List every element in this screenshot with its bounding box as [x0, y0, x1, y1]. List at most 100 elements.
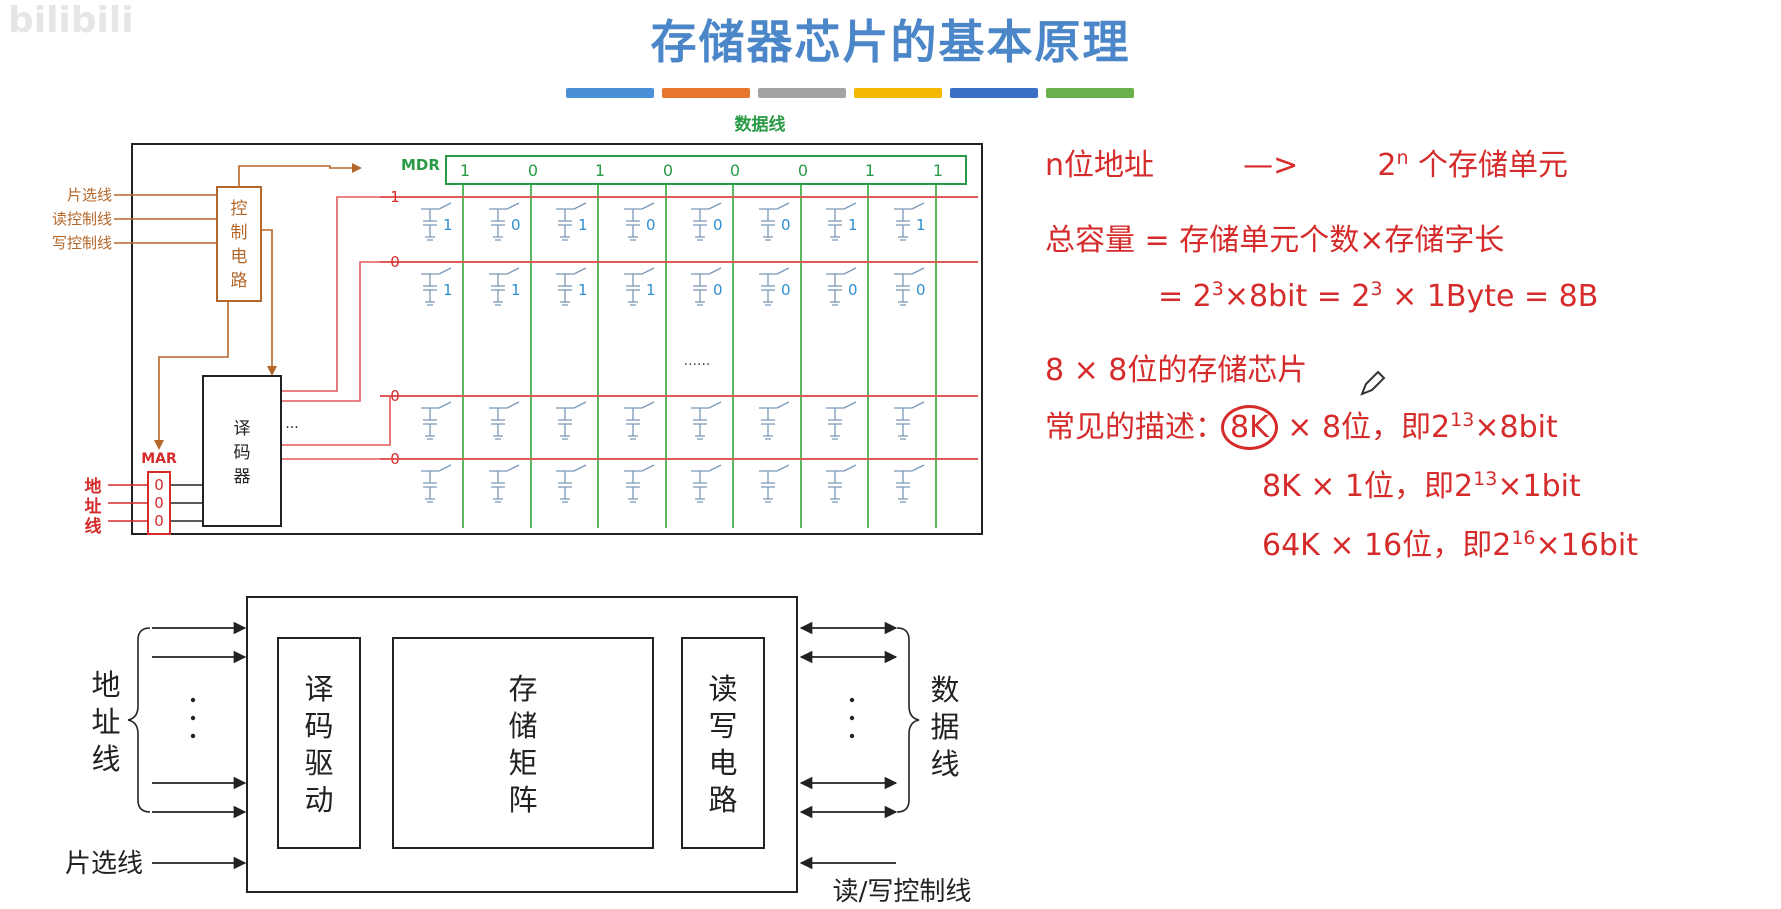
mdr-bit: 0	[528, 161, 538, 180]
address-line-char: 线	[85, 516, 102, 537]
memory-cell	[489, 401, 520, 440]
desc3-part-1: 64K × 16位，即2	[1262, 528, 1512, 563]
control-line-label: 写控制线	[52, 234, 112, 252]
cell-value: 1	[443, 216, 453, 234]
data-line-char: 线	[930, 747, 959, 781]
cell-value: 0	[781, 281, 791, 299]
color-bar-5	[950, 88, 1038, 98]
mdr-bit: 1	[865, 161, 875, 180]
data-brace	[896, 627, 920, 813]
memory-cell	[894, 401, 925, 440]
desc1-part-2: ×8bit	[1474, 410, 1558, 445]
color-bar-4	[854, 88, 942, 98]
memory-cell	[556, 401, 587, 440]
ctrl-to-mdr	[238, 165, 358, 187]
rw-circuit-char: 写	[708, 709, 737, 743]
note-2n-base: 2	[1377, 148, 1397, 183]
memory-cell: 0	[759, 267, 791, 306]
mar-label: MAR	[141, 451, 177, 467]
note-64k-x16: 64K × 16位，即216×16bit	[1262, 520, 1638, 564]
color-bar-6	[1046, 88, 1134, 98]
memory-cell	[421, 464, 452, 503]
cell-value: 0	[511, 216, 521, 234]
storage-matrix-char: 阵	[508, 783, 537, 817]
address-line-char: 址	[85, 497, 102, 517]
calc-exp-2: 3	[1370, 278, 1383, 300]
desc3-part-2: ×16bit	[1535, 528, 1638, 563]
memory-cell	[691, 464, 722, 503]
memory-cell	[624, 464, 655, 503]
decoder-char: 译	[234, 419, 251, 439]
ctrl-to-mar	[158, 301, 229, 444]
memory-cell	[759, 464, 790, 503]
storage-matrix-box	[392, 637, 654, 849]
memory-cell	[556, 464, 587, 503]
desc1-exp: 13	[1450, 409, 1475, 431]
memory-cell	[624, 401, 655, 440]
memory-cell	[421, 401, 452, 440]
mdr-label: MDR	[401, 156, 440, 174]
address-line-char: 地	[91, 668, 120, 702]
mar-bit: 0	[154, 476, 164, 494]
cell-value: 0	[848, 281, 858, 299]
word-line-label: 0	[390, 387, 400, 405]
mar-register	[147, 471, 171, 535]
decoder-driver-char: 驱	[304, 746, 333, 780]
cell-value: 1	[646, 281, 656, 299]
calc-exp-1: 3	[1211, 278, 1224, 300]
note-n-bit-address: n位地址	[1045, 148, 1155, 183]
mdr-bit: 1	[460, 161, 470, 180]
left-dot	[190, 715, 196, 721]
memory-cell	[826, 464, 857, 503]
left-dot	[190, 733, 196, 739]
matrix-ellipsis: ......	[684, 353, 711, 369]
calc-part-2: ×8bit = 2	[1223, 279, 1371, 314]
right-dot	[849, 715, 855, 721]
control-line-label: 读控制线	[52, 210, 112, 228]
decoder-box	[202, 375, 282, 527]
left-dot	[190, 697, 196, 703]
rw-control-label: 读/写控制线	[833, 877, 972, 907]
ctrl-to-decoder	[261, 229, 273, 372]
desc1-part-1: × 8位，即2	[1277, 410, 1451, 445]
memory-cell: 1	[421, 202, 453, 241]
right-dot	[849, 733, 855, 739]
word-line-label: 1	[390, 188, 400, 206]
address-line-char: 址	[91, 705, 120, 739]
mdr-register	[445, 155, 967, 185]
note-8k-x1: 8K × 1位，即213×1bit	[1262, 461, 1581, 505]
color-bar-3	[758, 88, 846, 98]
memory-cell: 0	[489, 202, 521, 241]
control-line-label: 片选线	[67, 186, 112, 204]
rw-circuit-char: 电	[708, 746, 737, 780]
address-line-char: 线	[91, 742, 120, 776]
cell-value: 0	[713, 281, 723, 299]
data-line-label: 数据线	[735, 114, 786, 135]
note-common-description: 常见的描述：8K × 8位，即213×8bit	[1045, 402, 1558, 450]
calc-part-3: × 1Byte = 8B	[1382, 279, 1599, 314]
storage-matrix-char: 储	[508, 709, 537, 743]
decoder-driver-char: 译	[304, 672, 333, 706]
desc2-part-1: 8K × 1位，即2	[1262, 469, 1474, 504]
mar-bit: 0	[154, 494, 164, 512]
rw-circuit-char: 路	[708, 783, 737, 817]
note-total-capacity: 总容量 = 存储单元个数×存储字长	[1045, 223, 1505, 258]
memory-cell: 0	[894, 267, 926, 306]
storage-matrix-char: 矩	[508, 746, 537, 780]
rw-circuit-box	[681, 637, 765, 849]
control-circuit-char: 路	[231, 271, 248, 291]
note-address-bits: n位地址 —> 2n 个存储单元	[1045, 140, 1568, 184]
mar-bit: 0	[154, 512, 164, 530]
memory-cell: 1	[826, 202, 858, 241]
circled-8k: 8K	[1221, 405, 1278, 450]
desc2-part-2: ×1bit	[1497, 469, 1581, 504]
memory-cell: 1	[489, 267, 521, 306]
common-description-label: 常见的描述：	[1045, 410, 1225, 445]
memory-cell	[691, 401, 722, 440]
memory-cell: 1	[894, 202, 926, 241]
control-circuit-char: 电	[231, 247, 248, 267]
mdr-bit: 1	[933, 161, 943, 180]
